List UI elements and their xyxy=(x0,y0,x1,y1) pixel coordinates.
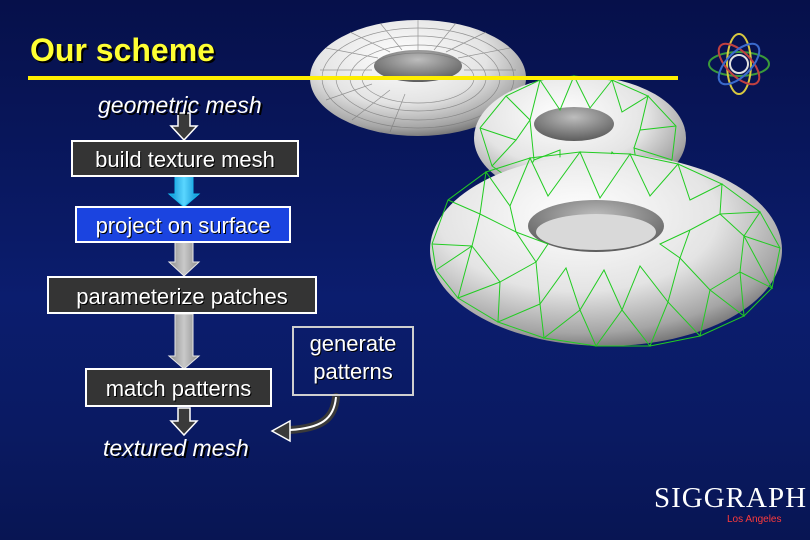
arrow-build-to-project xyxy=(167,175,201,208)
arrow-parameterize-to-match xyxy=(167,313,201,370)
step-parameterize-patches: parameterize patches xyxy=(47,276,317,314)
step-textured-mesh: textured mesh xyxy=(103,435,249,461)
conference-logo-text: SIGGRAPH xyxy=(654,482,808,514)
slide-title: Our scheme xyxy=(30,32,215,68)
torus-patch-mesh-front xyxy=(430,150,782,347)
conference-location: Los Angeles xyxy=(727,514,782,525)
step-geometric-mesh: geometric mesh xyxy=(98,92,262,118)
step-generate-patterns: generate patterns xyxy=(292,326,414,396)
generate-patterns-line-1: generate xyxy=(309,331,397,356)
arrow-generate-to-textured xyxy=(270,393,340,443)
conference-logo: SIGGRAPH xyxy=(654,484,807,513)
step-project-on-surface: project on surface xyxy=(75,206,291,243)
arrow-geometric-to-build xyxy=(169,112,199,142)
arrow-match-to-textured xyxy=(169,407,199,437)
step-match-patterns: match patterns xyxy=(85,368,272,407)
generate-patterns-line-2: patterns xyxy=(313,358,393,384)
conference-emblem-icon xyxy=(708,33,770,95)
arrow-project-to-parameterize xyxy=(167,240,201,277)
title-underline xyxy=(28,76,678,80)
step-build-texture-mesh: build texture mesh xyxy=(71,140,299,177)
